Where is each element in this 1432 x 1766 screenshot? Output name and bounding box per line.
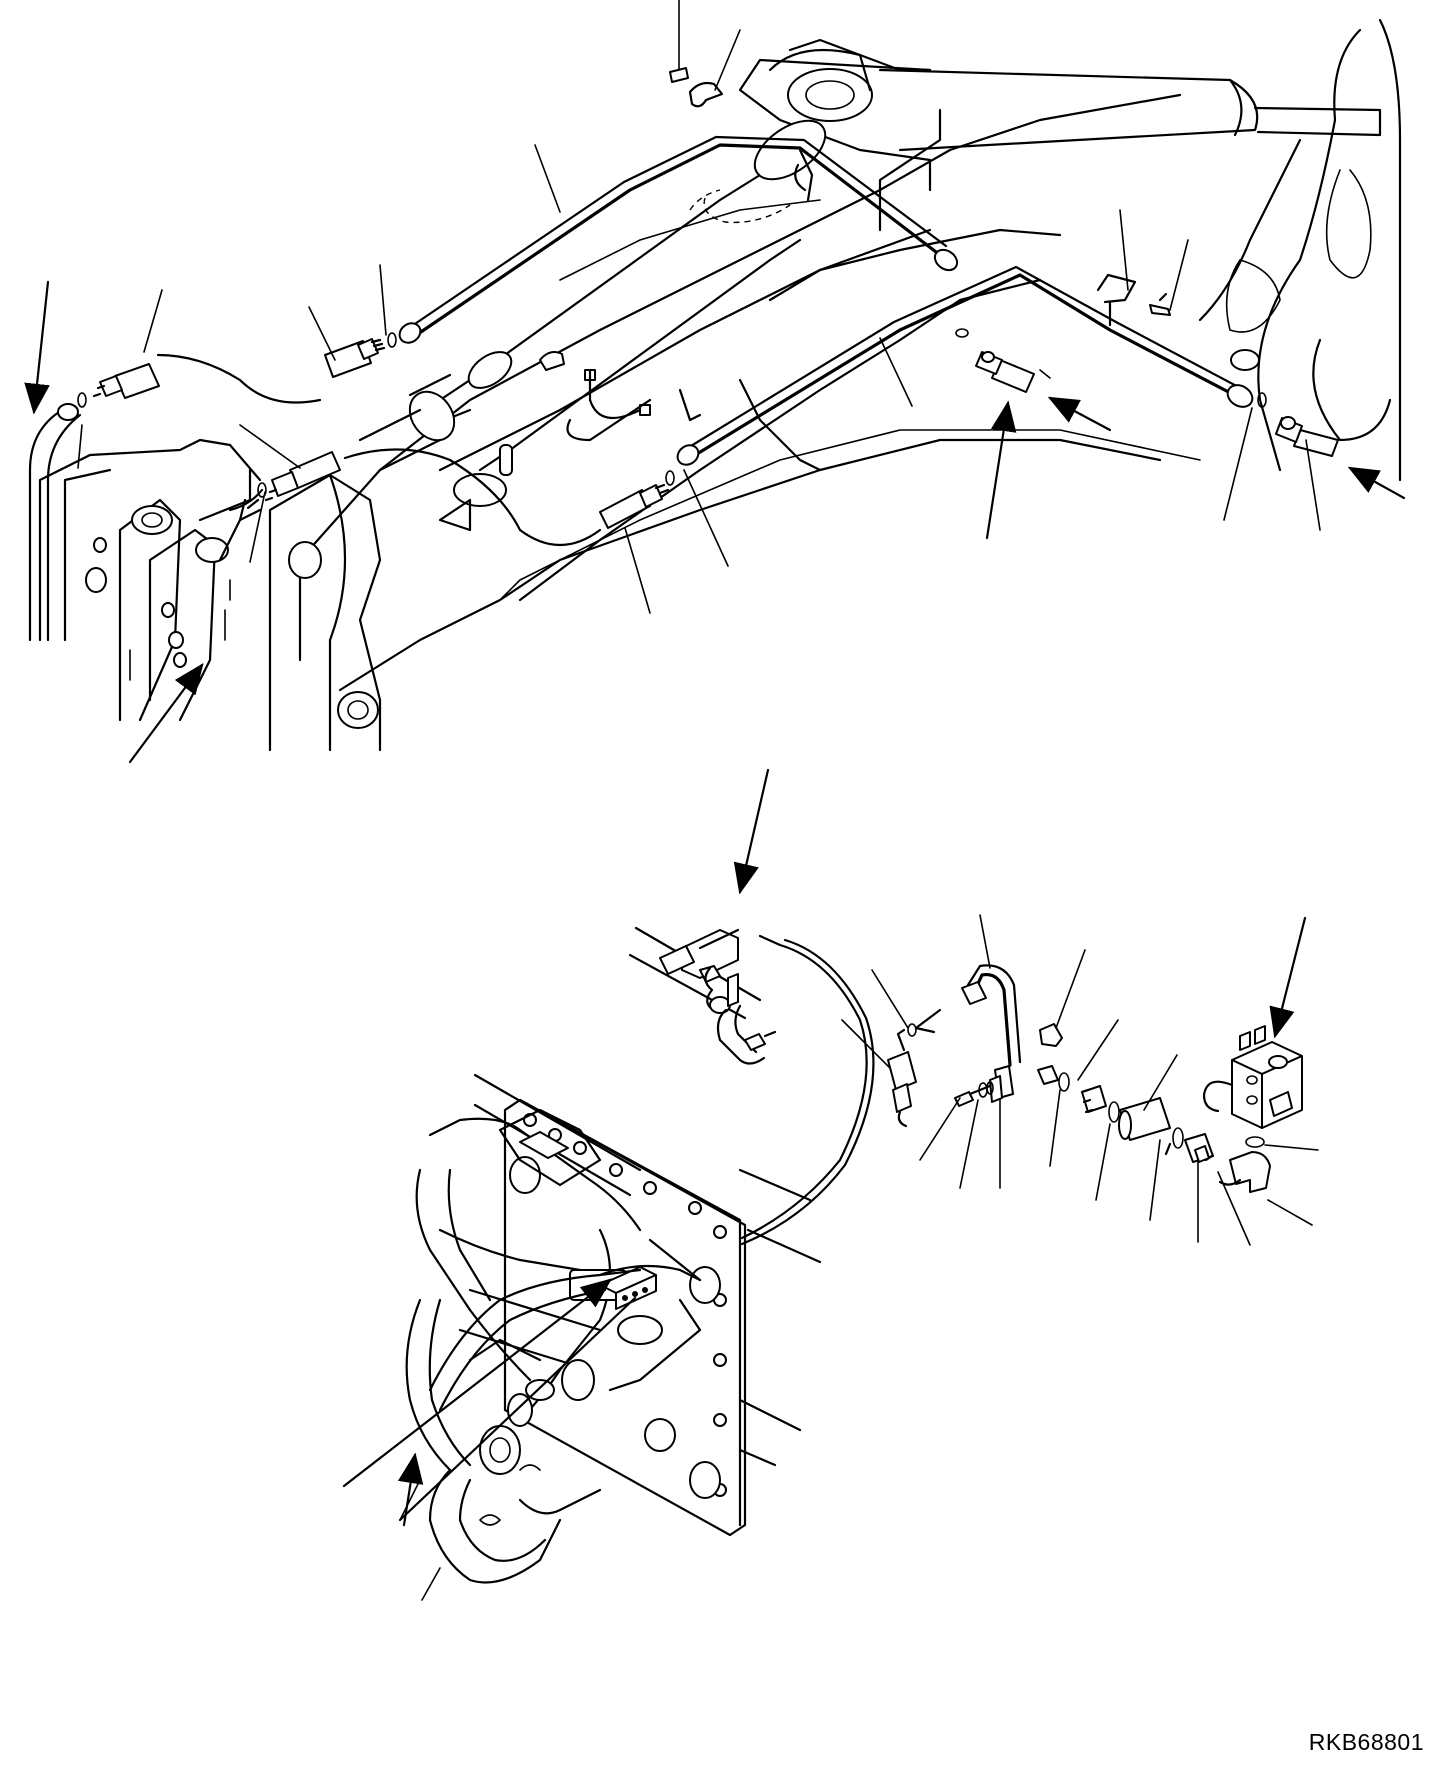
drawing-reference-code: RKB68801: [1308, 1729, 1424, 1755]
connector-c: [264, 451, 341, 502]
connector-f: [1275, 416, 1339, 457]
valve-exploded-view: [887, 964, 1303, 1193]
loader-arm-assembly: [28, 18, 1402, 752]
connector-b: [92, 363, 160, 399]
connector-e: [975, 351, 1035, 393]
sensor-assembly: [659, 928, 777, 1065]
arrows-lower: [342, 768, 1307, 1527]
connector-a: [324, 338, 386, 378]
leader-lines-lower: [399, 914, 1319, 1601]
leader-lines-upper: [77, 0, 1321, 614]
arrows-upper: [24, 280, 1406, 764]
chassis-assembly: [405, 926, 875, 1584]
connector-d: [599, 483, 670, 529]
